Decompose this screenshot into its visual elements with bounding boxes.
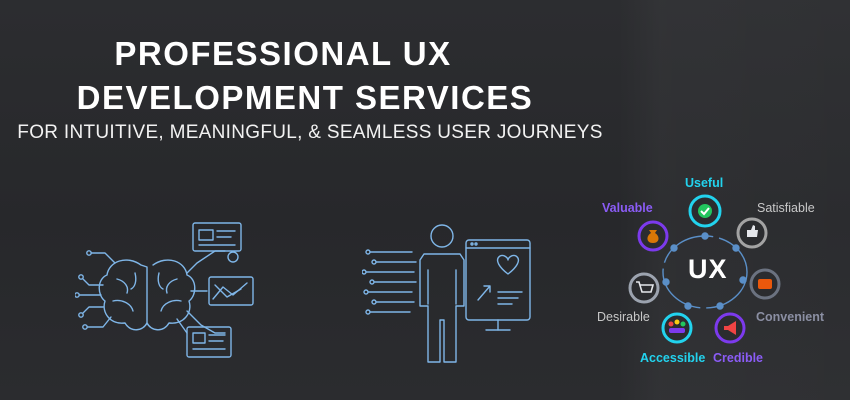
data-lines — [362, 249, 417, 315]
ui-window-top — [192, 222, 242, 263]
facet-label-useful: Useful — [685, 176, 724, 190]
monitor — [465, 239, 531, 331]
facet-convenient — [749, 268, 781, 300]
circuit-traces-left — [75, 250, 116, 330]
facet-useful — [688, 194, 722, 228]
shopping-cart-icon — [636, 281, 655, 293]
facet-label-credible: Credible — [713, 351, 764, 365]
subtitle: FOR INTUITIVE, MEANINGFUL, & SEAMLESS US… — [17, 122, 603, 143]
facet-label-valuable: Valuable — [602, 201, 653, 215]
headline-line-1: PROFESSIONAL UX — [114, 35, 452, 72]
facet-label-satisfiable: Satisfiable — [757, 201, 815, 215]
brain-circuit-illustration — [75, 222, 254, 358]
checkmark-icon — [698, 204, 712, 218]
facet-desirable — [628, 272, 660, 304]
people-icon — [668, 319, 686, 333]
circuit-traces-right — [176, 250, 226, 334]
ux-honeycomb-diagram — [628, 194, 781, 344]
person-monitor-illustration — [362, 224, 531, 363]
megaphone-icon — [724, 321, 736, 335]
facet-credible — [714, 312, 746, 344]
person-figure — [419, 224, 465, 363]
facet-label-convenient: Convenient — [756, 310, 825, 324]
ux-center-label: UX — [688, 254, 728, 284]
facet-accessible — [661, 312, 693, 344]
brain-icon — [98, 259, 196, 331]
facet-valuable — [637, 220, 669, 252]
facet-satisfiable — [736, 217, 768, 249]
chart-window-middle — [208, 276, 254, 306]
wallet-icon — [758, 279, 772, 289]
money-bag-icon — [647, 230, 659, 243]
ux-orbit — [662, 232, 748, 310]
thumbs-up-icon — [747, 225, 758, 237]
headline-line-2: DEVELOPMENT SERVICES — [76, 79, 534, 116]
heart-icon — [496, 254, 520, 275]
ui-window-bottom — [186, 326, 232, 358]
facet-label-accessible: Accessible — [640, 351, 706, 365]
facet-label-desirable: Desirable — [597, 310, 650, 324]
